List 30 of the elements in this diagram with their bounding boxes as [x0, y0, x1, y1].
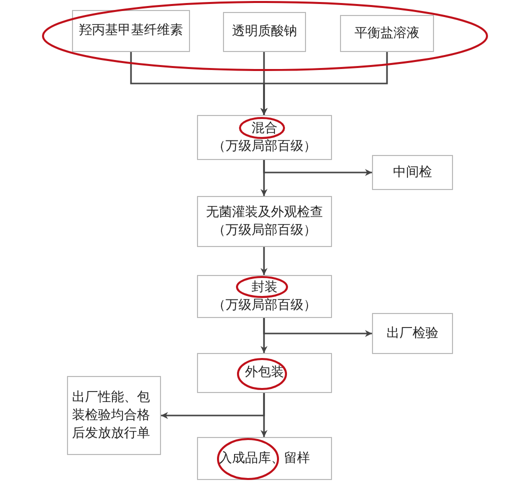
process-box [67, 376, 161, 455]
arrow [260, 247, 268, 275]
arrow [260, 52, 388, 115]
cleanroom-grade-label: （万级局部百级） [212, 138, 316, 156]
process-box [223, 12, 306, 52]
cleanroom-grade-label: （万级局部百级） [212, 222, 316, 240]
arrow [263, 160, 372, 176]
step-label: 入成品库、留样 [219, 450, 310, 468]
process-box [197, 275, 332, 318]
step-label: 平衡盐溶液 [354, 24, 420, 42]
step-label: 中间检 [393, 164, 432, 182]
step-label: 混合 [252, 120, 278, 138]
cleanroom-grade-label: （万级局部百级） [212, 296, 316, 314]
process-box [340, 15, 434, 52]
step-label: 外包装 [245, 364, 284, 382]
step-label: 透明质酸钠 [232, 23, 297, 41]
process-box [197, 437, 332, 480]
process-box [372, 313, 453, 354]
process-box [197, 115, 332, 160]
arrow [161, 393, 265, 419]
step-label: 出厂检验 [386, 324, 438, 342]
step-label: 封装 [252, 278, 278, 296]
process-box [197, 353, 332, 393]
step-label: 羟丙基甲基纤维素 [79, 22, 183, 40]
step-label: 无菌灌装及外观检查 [206, 204, 323, 222]
arrow [263, 318, 372, 337]
process-box [197, 196, 332, 247]
process-box [72, 10, 190, 52]
step-label: 出厂性能、包装检验均合格后发放放行单 [72, 388, 151, 442]
process-box [372, 155, 453, 190]
